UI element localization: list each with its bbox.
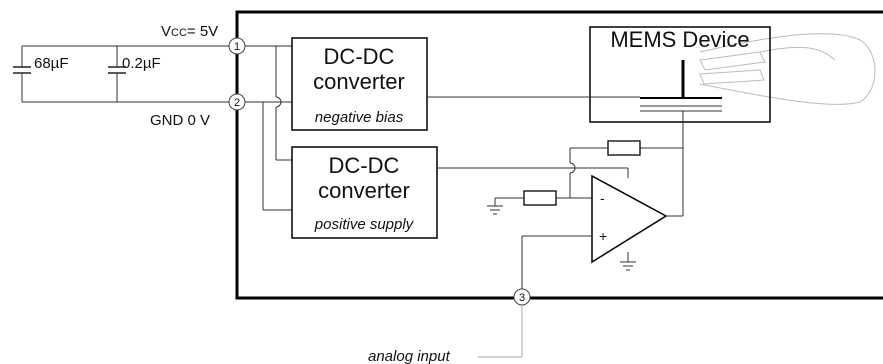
- feedback-network: [437, 111, 684, 217]
- op-amp-ground-icon: [620, 261, 636, 271]
- pin-2-label: 2: [234, 97, 240, 109]
- converter-negative-line1: DC-DC: [324, 44, 395, 69]
- mems-device-label: MEMS Device: [610, 27, 749, 52]
- pin-3-label: 3: [519, 292, 525, 304]
- pin-1-label: 1: [234, 41, 240, 53]
- mems-mirror-sketch: [699, 33, 876, 105]
- vcc-label: VCC= 5V: [161, 23, 218, 40]
- converter-negative-subtitle: negative bias: [315, 109, 404, 126]
- converter-positive-line1: DC-DC: [329, 153, 400, 178]
- op-amp-plus-label: +: [599, 228, 607, 244]
- input-resistor: [523, 190, 557, 206]
- feedback-resistor: [607, 140, 641, 156]
- internal-wiring: [245, 45, 292, 211]
- dc-dc-converter-positive: DC-DC converter positive supply: [291, 146, 438, 239]
- gnd-label: GND 0 V: [150, 112, 210, 129]
- op-amp-minus-label: -: [600, 190, 605, 206]
- supply-rails: [22, 45, 230, 103]
- op-amp: - +: [591, 174, 668, 264]
- pin-2: 2: [228, 93, 246, 111]
- analog-input-label: analog input: [368, 348, 451, 364]
- vcc-label-value: = 5V: [187, 23, 218, 40]
- pin-1: 1: [228, 37, 246, 55]
- vcc-label-v: V: [161, 23, 171, 40]
- dc-dc-converter-negative: DC-DC converter negative bias: [291, 37, 428, 131]
- analog-input-wiring: [478, 235, 592, 358]
- vcc-label-subscript: CC: [171, 27, 187, 39]
- pin-3: 3: [513, 288, 531, 306]
- converter-positive-line2: converter: [318, 178, 410, 203]
- converter-positive-subtitle: positive supply: [314, 216, 415, 233]
- capacitor-68uf-label: 68µF: [34, 55, 69, 72]
- capacitor-0-2uf-label: 0.2µF: [122, 55, 161, 72]
- ground-icon: [487, 205, 503, 215]
- capacitor-0-2uf: 0.2µF: [108, 46, 161, 102]
- converter-negative-line2: converter: [313, 69, 405, 94]
- mems-device: MEMS Device: [589, 26, 876, 123]
- chip-outline: [235, 10, 883, 300]
- capacitor-68uf: 68µF: [13, 46, 69, 102]
